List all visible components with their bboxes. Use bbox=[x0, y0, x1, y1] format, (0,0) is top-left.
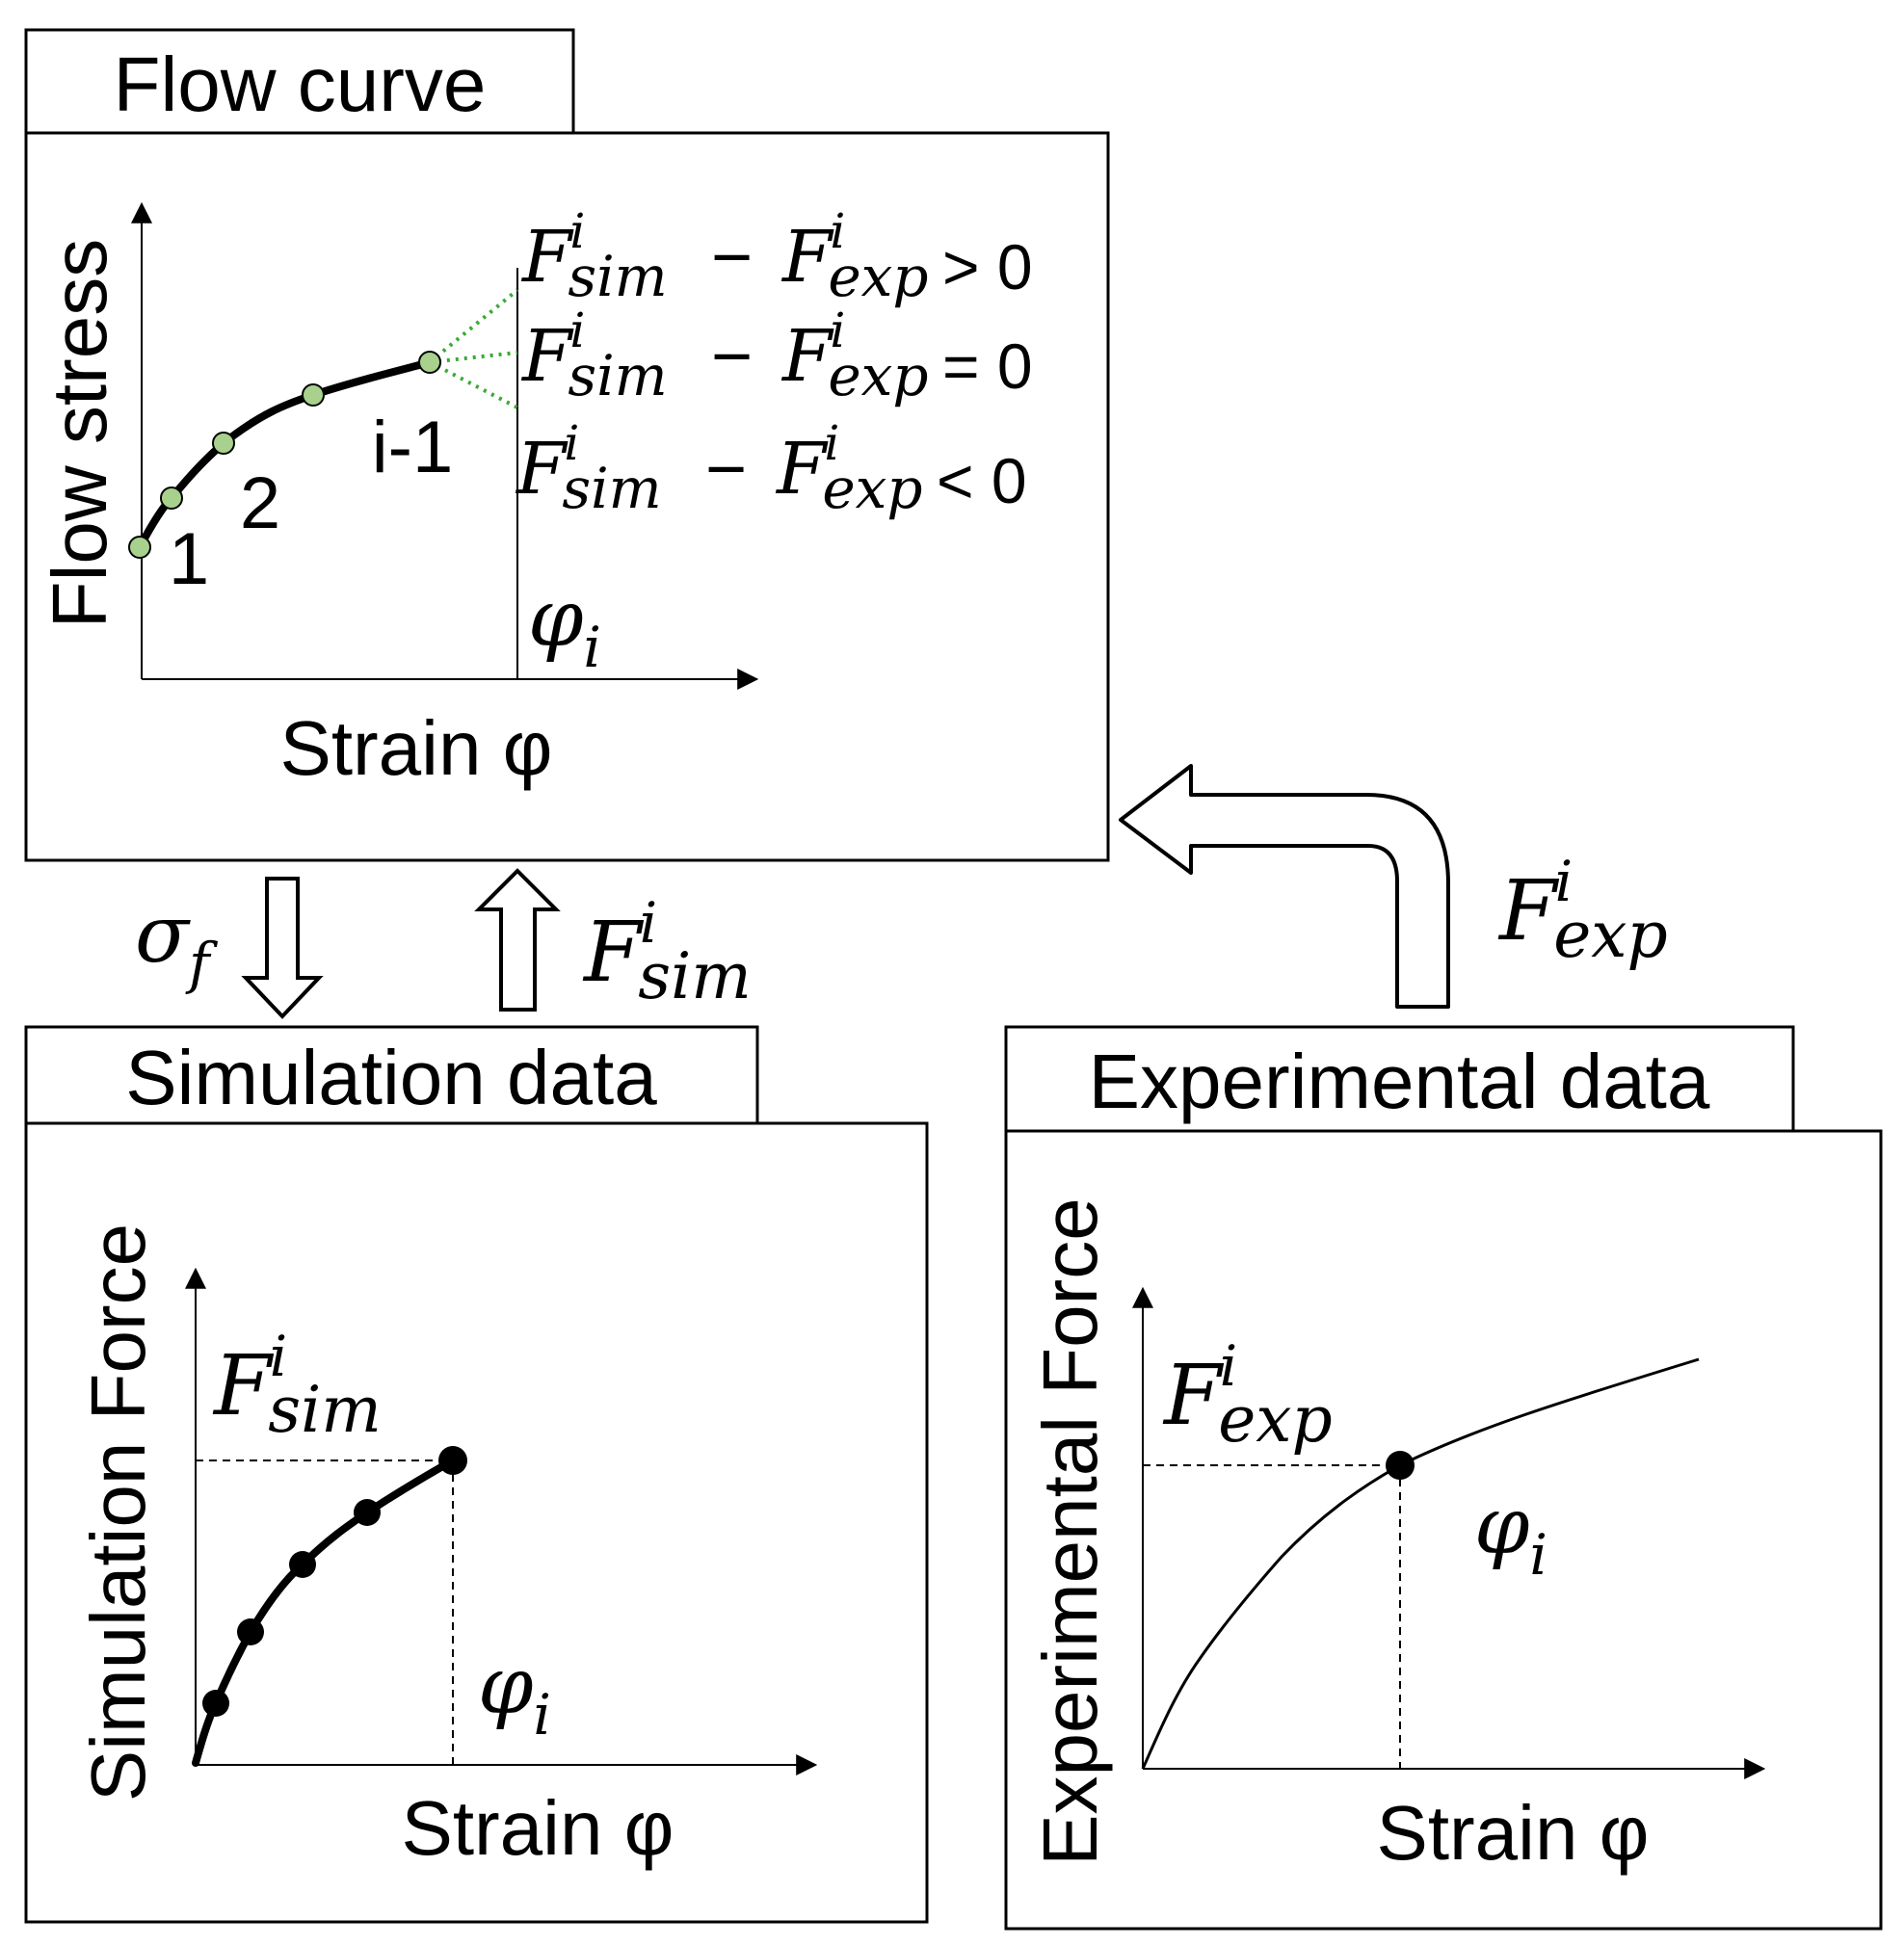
experimental-phi-i-label: φi bbox=[1474, 1481, 1547, 1588]
f-exp-bent-arrow bbox=[1119, 764, 1450, 1009]
experimental-curve bbox=[1141, 1357, 1700, 1770]
flow-point-label-1: 1 bbox=[169, 518, 209, 600]
condition-gt-minus: − bbox=[711, 217, 753, 297]
flow-curve-panel: Flow curve Flow stress Strain φ 1 2 i-1 … bbox=[24, 28, 1110, 862]
flow-curve-title: Flow curve bbox=[114, 41, 487, 127]
experimental-panel: Experimental data Experimental Force Str… bbox=[1004, 1025, 1883, 1931]
flow-point-3 bbox=[302, 383, 325, 407]
flow-curve-phi-i: φi bbox=[528, 573, 601, 680]
flow-curve-y-label: Flow stress bbox=[37, 239, 122, 629]
flow-point-4 bbox=[418, 351, 441, 374]
sigma-f-down-arrow bbox=[241, 877, 324, 1019]
simulation-point-5 bbox=[438, 1446, 467, 1475]
condition-gt-relation: > 0 bbox=[942, 231, 1033, 302]
experimental-title-box bbox=[1004, 1025, 1795, 1133]
flow-point-2 bbox=[212, 432, 235, 455]
experimental-box bbox=[1004, 1129, 1883, 1931]
flow-point-label-i-1: i-1 bbox=[372, 407, 453, 488]
simulation-title: Simulation data bbox=[125, 1035, 657, 1120]
condition-lt-relation: < 0 bbox=[937, 445, 1027, 516]
simulation-point-2 bbox=[237, 1618, 264, 1645]
simulation-title-box bbox=[24, 1025, 759, 1125]
f-sim-up-arrow bbox=[474, 868, 561, 1012]
flow-curve-title-box bbox=[24, 28, 575, 135]
sigma-f-label: σf bbox=[135, 889, 219, 996]
fan-line-up bbox=[428, 288, 519, 364]
experimental-x-label: Strain φ bbox=[1376, 1790, 1649, 1876]
simulation-y-label: Simulation Force bbox=[75, 1223, 161, 1801]
simulation-phi-i-label: φi bbox=[478, 1641, 551, 1748]
simulation-point-4 bbox=[354, 1499, 381, 1526]
flow-curve-box bbox=[24, 131, 1110, 862]
flow-curve-fan bbox=[428, 288, 519, 409]
condition-eq-relation: = 0 bbox=[942, 330, 1033, 402]
simulation-x-label: Strain φ bbox=[401, 1785, 674, 1871]
flow-curve-x-label: Strain φ bbox=[279, 705, 552, 791]
simulation-point-3 bbox=[289, 1551, 316, 1578]
fan-line-middle bbox=[429, 351, 518, 364]
flow-point-1 bbox=[160, 486, 183, 510]
experimental-point bbox=[1386, 1451, 1415, 1480]
experimental-y-label: Experimental Force bbox=[1027, 1197, 1113, 1866]
simulation-panel: Simulation data Simulation Force Strain … bbox=[24, 1025, 929, 1924]
flow-point-0 bbox=[128, 536, 151, 559]
simulation-point-1 bbox=[202, 1690, 229, 1717]
flow-point-label-2: 2 bbox=[240, 462, 280, 544]
condition-lt-minus: − bbox=[705, 429, 747, 509]
condition-eq-minus: − bbox=[711, 316, 753, 396]
experimental-title: Experimental data bbox=[1089, 1039, 1710, 1124]
simulation-box bbox=[24, 1121, 929, 1924]
